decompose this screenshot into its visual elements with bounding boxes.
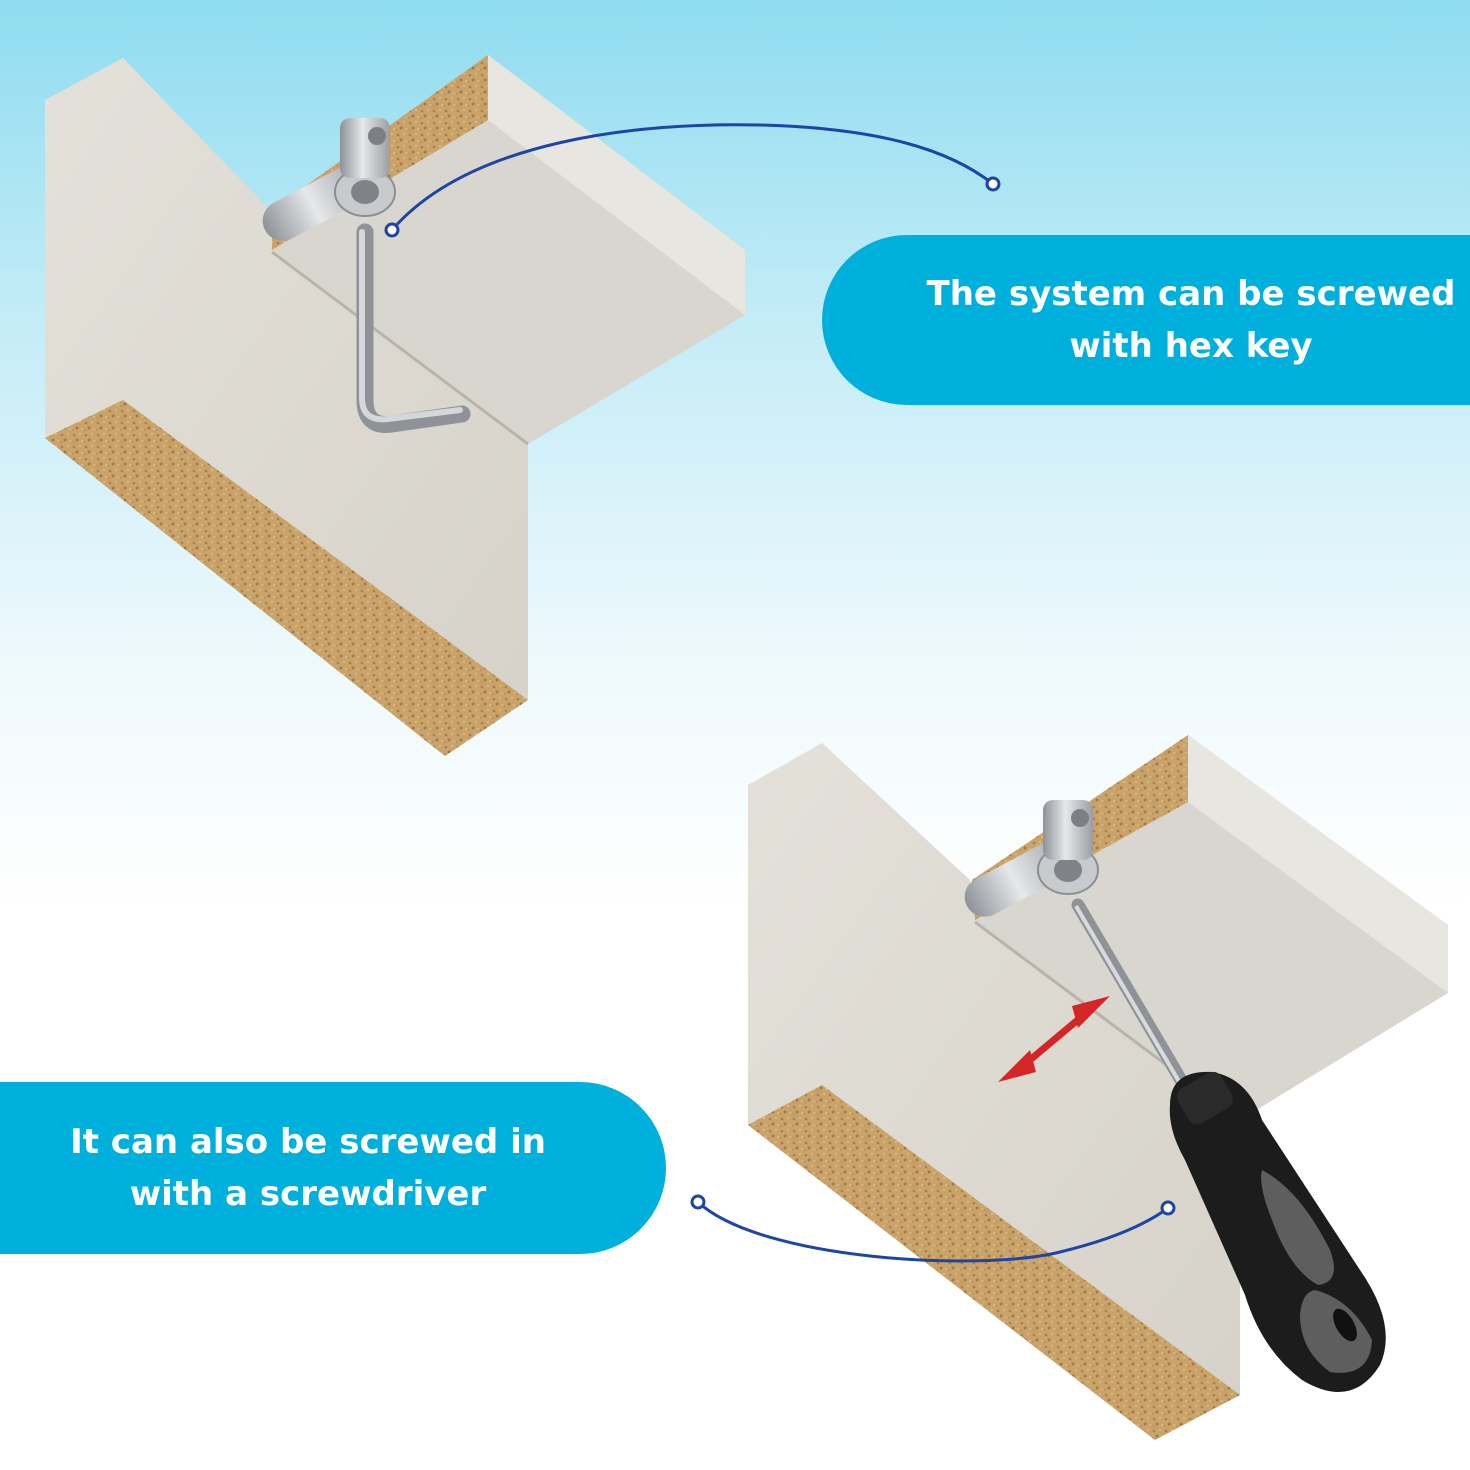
double-arrow-icon (998, 996, 1110, 1082)
shelf-front-face (488, 55, 745, 315)
vertical-panel-face-2 (748, 743, 1240, 1440)
callout-hex-key-line1: The system can be screwed (926, 274, 1456, 314)
panel-chipboard-edge-2 (748, 1085, 1240, 1440)
panel-chipboard-edge (45, 400, 528, 756)
connector-dot (985, 176, 1001, 192)
hex-key-assembly (45, 55, 745, 756)
connector-dot (1160, 1200, 1176, 1216)
callout-hex-key: The system can be screwed with hex key (822, 235, 1470, 405)
callout-screwdriver-line1: It can also be screwed in (70, 1122, 546, 1162)
connector-line-bottom (696, 1200, 1169, 1263)
callout-screwdriver: It can also be screwed in with a screwdr… (0, 1082, 666, 1254)
hex-key-icon (356, 223, 471, 433)
connector-lines (384, 123, 1176, 1263)
cam-fitting-top (262, 118, 396, 241)
screwdriver-icon (1071, 898, 1386, 1392)
callout-hex-key-line2: with hex key (1069, 326, 1313, 366)
callout-screwdriver-line2: with a screwdriver (129, 1174, 487, 1214)
connector-dot (690, 1194, 706, 1210)
shelf-front-face-2 (1188, 735, 1448, 993)
connector-line-top (390, 123, 994, 231)
cam-fitting-bottom (964, 800, 1099, 917)
screwdriver-assembly (748, 735, 1448, 1440)
vertical-panel-face (45, 58, 528, 756)
connector-dot (384, 222, 400, 238)
